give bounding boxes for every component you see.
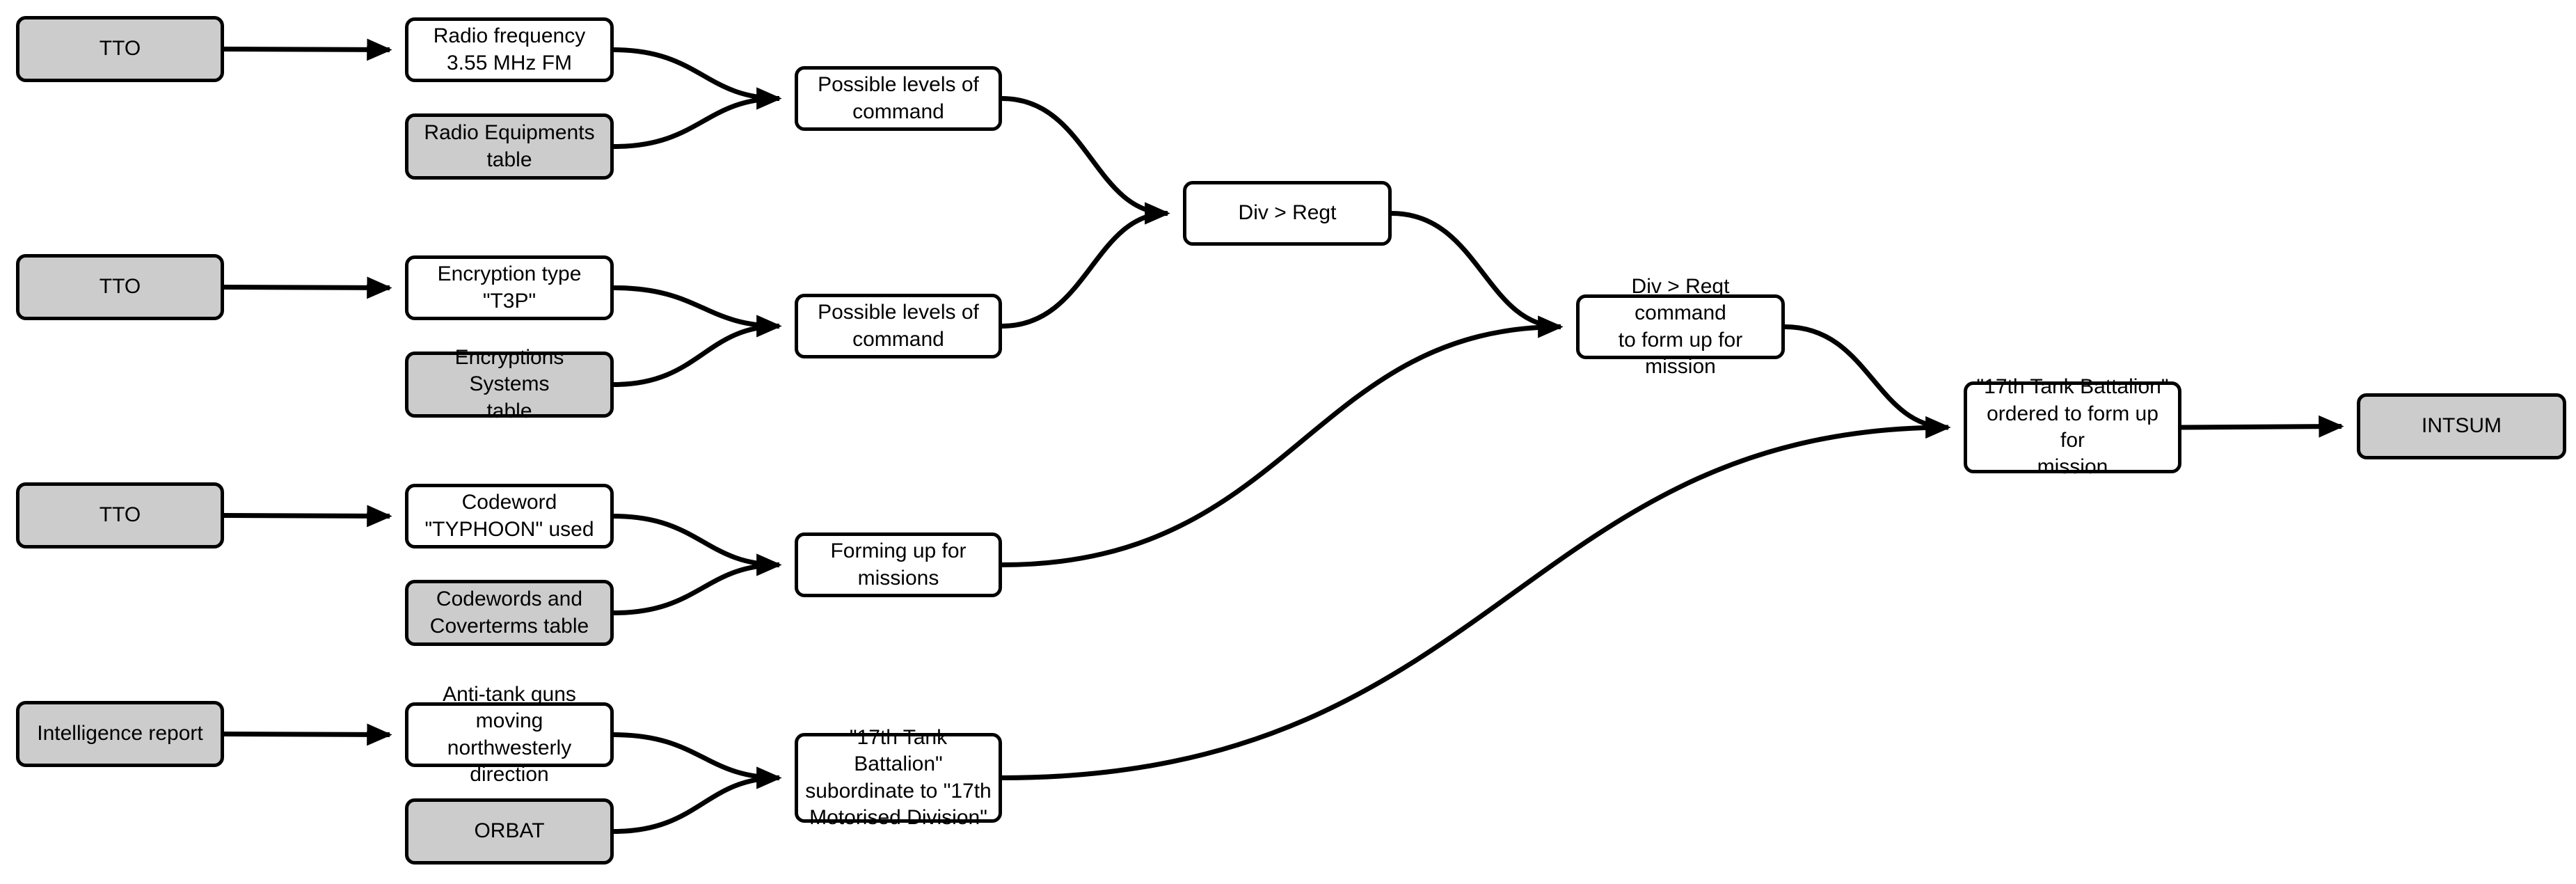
node-atk_guns[interactable]: Anti-tank guns moving northwesterly dire… — [405, 683, 614, 786]
node-codeword[interactable]: Codeword "TYPHOON" used — [405, 484, 614, 548]
edge-div_regt-to-div_regt_cmd — [1391, 211, 1564, 338]
edge-atk_guns-to-subordinate — [613, 732, 782, 789]
node-levels1[interactable]: Possible levels of command — [795, 66, 1002, 131]
node-orbat[interactable]: ORBAT — [405, 798, 614, 865]
node-forming[interactable]: Forming up for missions — [795, 532, 1002, 597]
node-cw_table[interactable]: Codewords and Coverterms table — [405, 580, 614, 646]
node-enc_type[interactable]: Encryption type "T3P" — [405, 255, 614, 320]
node-levels2[interactable]: Possible levels of command — [795, 294, 1002, 358]
node-tank_bn[interactable]: "17th Tank Battalion" ordered to form up… — [1964, 375, 2181, 478]
node-tto2[interactable]: TTO — [16, 254, 224, 320]
edge-tto2-to-enc_type — [223, 276, 392, 299]
edge-cw_table-to-forming — [613, 553, 782, 615]
node-intsum[interactable]: INTSUM — [2357, 393, 2566, 459]
edge-subordinate-to-tank_bn — [1001, 416, 1951, 780]
edge-tto1-to-radio_freq — [223, 38, 392, 61]
edge-tank_bn-to-intsum — [2181, 415, 2344, 438]
edge-enc_table-to-levels2 — [613, 315, 782, 387]
node-radio_freq[interactable]: Radio frequency 3.55 MHz FM — [405, 17, 614, 82]
node-enc_table[interactable]: Encryptions Systems table — [405, 346, 614, 423]
edge-enc_type-to-levels2 — [613, 285, 782, 338]
edge-orbat-to-subordinate — [613, 766, 782, 834]
node-subordinate[interactable]: "17th Tank Battalion" subordinate to "17… — [795, 726, 1002, 829]
node-int_report[interactable]: Intelligence report — [16, 701, 224, 767]
edge-radio_table-to-levels1 — [613, 87, 782, 149]
edge-forming-to-div_regt_cmd — [1001, 315, 1564, 567]
node-div_regt[interactable]: Div > Regt — [1183, 181, 1392, 246]
node-tto1[interactable]: TTO — [16, 16, 224, 82]
edge-levels1-to-div_regt — [1001, 96, 1170, 225]
edge-levels2-to-div_regt — [1001, 202, 1170, 329]
node-radio_table[interactable]: Radio Equipments table — [405, 113, 614, 180]
node-div_regt_cmd[interactable]: Div > Regt command to form up for missio… — [1576, 275, 1785, 378]
edge-int_report-to-atk_guns — [223, 723, 392, 746]
node-tto3[interactable]: TTO — [16, 482, 224, 548]
edge-codeword-to-forming — [613, 514, 782, 576]
edge-radio_freq-to-levels1 — [613, 47, 782, 110]
edge-div_regt_cmd-to-tank_bn — [1784, 324, 1951, 439]
